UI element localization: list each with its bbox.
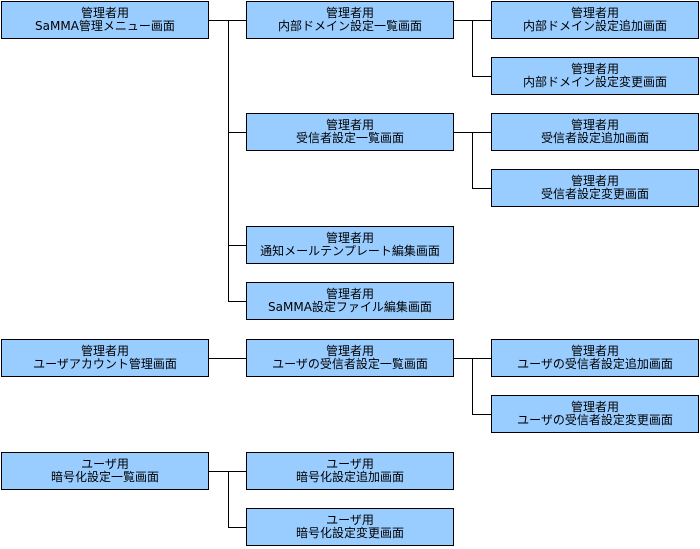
node-screen-label: ユーザの受信者設定追加画面 [517, 357, 673, 371]
node-screen-label: 暗号化設定変更画面 [295, 526, 404, 540]
node-screen-label: ユーザの受信者設定変更画面 [517, 413, 673, 427]
node-screen-label: 受信者設定変更画面 [540, 187, 649, 201]
node-internal-domain-list[interactable]: 管理者用 内部ドメイン設定一覧画面 [246, 1, 454, 39]
node-user-recipient-list[interactable]: 管理者用 ユーザの受信者設定一覧画面 [246, 339, 454, 377]
node-user-account-admin[interactable]: 管理者用 ユーザアカウント管理画面 [1, 339, 209, 377]
node-role-label: 管理者用 [325, 231, 374, 245]
node-role-label: ユーザ用 [326, 457, 374, 471]
node-role-label: 管理者用 [80, 6, 129, 20]
node-screen-label: SaMMA管理メニュー画面 [35, 19, 175, 33]
node-screen-label: 受信者設定一覧画面 [295, 131, 404, 145]
node-role-label: 管理者用 [325, 118, 374, 132]
node-role-label: 管理者用 [570, 174, 619, 188]
node-recipient-edit[interactable]: 管理者用 受信者設定変更画面 [491, 169, 699, 207]
node-screen-label: 受信者設定追加画面 [540, 131, 649, 145]
node-recipient-list[interactable]: 管理者用 受信者設定一覧画面 [246, 113, 454, 151]
node-role-label: 管理者用 [570, 62, 619, 76]
node-internal-domain-add[interactable]: 管理者用 内部ドメイン設定追加画面 [491, 1, 699, 39]
node-role-label: ユーザ用 [326, 513, 374, 527]
node-screen-label: 内部ドメイン設定追加画面 [522, 19, 667, 33]
node-screen-label: 通知メールテンプレート編集画面 [260, 244, 440, 258]
node-role-label: 管理者用 [325, 6, 374, 20]
node-samma-admin-menu[interactable]: 管理者用 SaMMA管理メニュー画面 [1, 1, 209, 39]
node-role-label: 管理者用 [570, 344, 619, 358]
node-screen-label: SaMMA設定ファイル編集画面 [268, 300, 432, 314]
node-samma-config-file-edit[interactable]: 管理者用 SaMMA設定ファイル編集画面 [246, 282, 454, 320]
node-role-label: 管理者用 [570, 400, 619, 414]
node-screen-label: 内部ドメイン設定一覧画面 [277, 19, 422, 33]
node-recipient-add[interactable]: 管理者用 受信者設定追加画面 [491, 113, 699, 151]
node-encryption-list[interactable]: ユーザ用 暗号化設定一覧画面 [1, 452, 209, 490]
node-screen-label: 暗号化設定一覧画面 [50, 470, 159, 484]
node-role-label: 管理者用 [325, 344, 374, 358]
node-internal-domain-edit[interactable]: 管理者用 内部ドメイン設定変更画面 [491, 57, 699, 95]
node-user-recipient-edit[interactable]: 管理者用 ユーザの受信者設定変更画面 [491, 395, 699, 433]
node-screen-label: ユーザアカウント管理画面 [33, 357, 177, 371]
node-screen-label: 内部ドメイン設定変更画面 [522, 75, 667, 89]
node-notify-mail-template-edit[interactable]: 管理者用 通知メールテンプレート編集画面 [246, 226, 454, 264]
node-user-recipient-add[interactable]: 管理者用 ユーザの受信者設定追加画面 [491, 339, 699, 377]
node-encryption-edit[interactable]: ユーザ用 暗号化設定変更画面 [246, 508, 454, 546]
node-role-label: 管理者用 [570, 118, 619, 132]
node-role-label: 管理者用 [325, 287, 374, 301]
node-role-label: ユーザ用 [81, 457, 129, 471]
node-encryption-add[interactable]: ユーザ用 暗号化設定追加画面 [246, 452, 454, 490]
node-role-label: 管理者用 [570, 6, 619, 20]
node-screen-label: ユーザの受信者設定一覧画面 [272, 357, 428, 371]
node-role-label: 管理者用 [80, 344, 129, 358]
node-screen-label: 暗号化設定追加画面 [295, 470, 404, 484]
